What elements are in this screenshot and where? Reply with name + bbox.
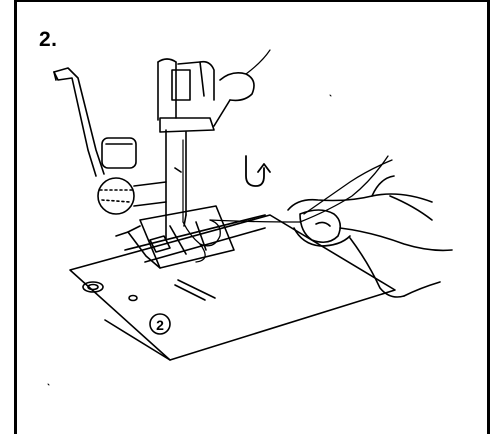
presser-foot-screw [97, 137, 167, 215]
callout-number: 2 [156, 317, 164, 333]
pull-direction-arrow [245, 155, 271, 187]
presser-foot [115, 205, 235, 269]
thread-guide [213, 49, 271, 127]
needle-bar-assembly [157, 58, 215, 241]
hand [287, 175, 453, 298]
needle-plate [69, 214, 396, 361]
illustration-frame: 2. [14, 0, 490, 434]
presser-foot-lever [53, 67, 105, 177]
thread-tail [299, 155, 393, 223]
scan-specks [47, 94, 332, 386]
callout-circle: 2 [149, 313, 171, 335]
step-number: 2. [39, 28, 58, 51]
thread-path [182, 219, 301, 263]
